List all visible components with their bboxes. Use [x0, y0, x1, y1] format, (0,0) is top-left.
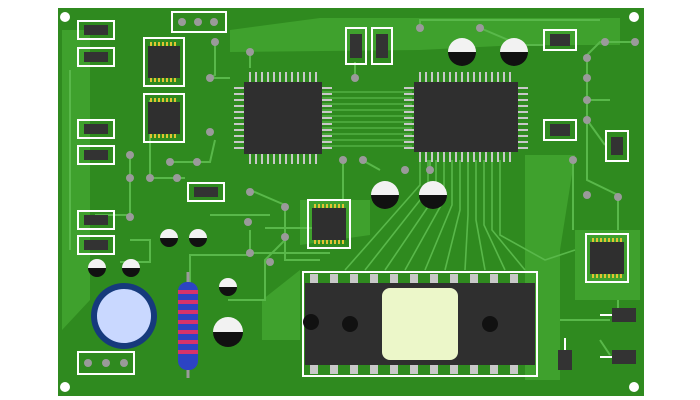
smd-resistor-10 [543, 29, 577, 51]
mounting-holes [60, 12, 639, 392]
smd-transistor [558, 338, 572, 370]
capacitor-3 [371, 181, 399, 209]
smd-resistor-11 [543, 119, 577, 141]
capacitor-5 [160, 229, 178, 247]
qfp-chip-2 [404, 72, 528, 162]
small-ic-1 [143, 37, 185, 87]
smd-resistor-8 [345, 27, 367, 65]
smd-resistor-1 [77, 20, 115, 40]
smd-resistor-2 [77, 47, 115, 67]
capacitor-10 [213, 317, 243, 347]
capacitor-4 [419, 181, 447, 209]
small-ic-3 [307, 199, 351, 249]
vias [126, 24, 639, 266]
dip-eprom-chip [302, 271, 538, 377]
smd-resistor-7 [187, 182, 225, 202]
pin-header-top [171, 11, 227, 33]
capacitor-6 [189, 229, 207, 247]
eprom-window [382, 288, 458, 360]
axial-resistor [178, 272, 198, 378]
capacitor-7 [88, 259, 106, 277]
smd-resistor-9 [371, 27, 393, 65]
coin-battery [91, 283, 157, 349]
smd-diode-1 [600, 308, 636, 322]
qfp-chip-1 [234, 72, 332, 164]
smd-resistor-3 [77, 119, 115, 139]
smd-resistor-5 [77, 210, 115, 230]
capacitor-2 [500, 38, 528, 66]
smd-resistor-4 [77, 145, 115, 165]
small-ic-4 [585, 233, 629, 283]
capacitor-8 [122, 259, 140, 277]
small-ic-2 [143, 93, 185, 143]
capacitor-1 [448, 38, 476, 66]
smd-resistor-12 [605, 130, 629, 162]
smd-diode-2 [600, 350, 636, 364]
pin-header-bottom [77, 351, 135, 375]
capacitors [88, 38, 528, 347]
qfp-interconnect [322, 91, 412, 147]
smd-resistor-6 [77, 235, 115, 255]
capacitor-9 [219, 278, 237, 296]
smd-components [77, 20, 636, 370]
